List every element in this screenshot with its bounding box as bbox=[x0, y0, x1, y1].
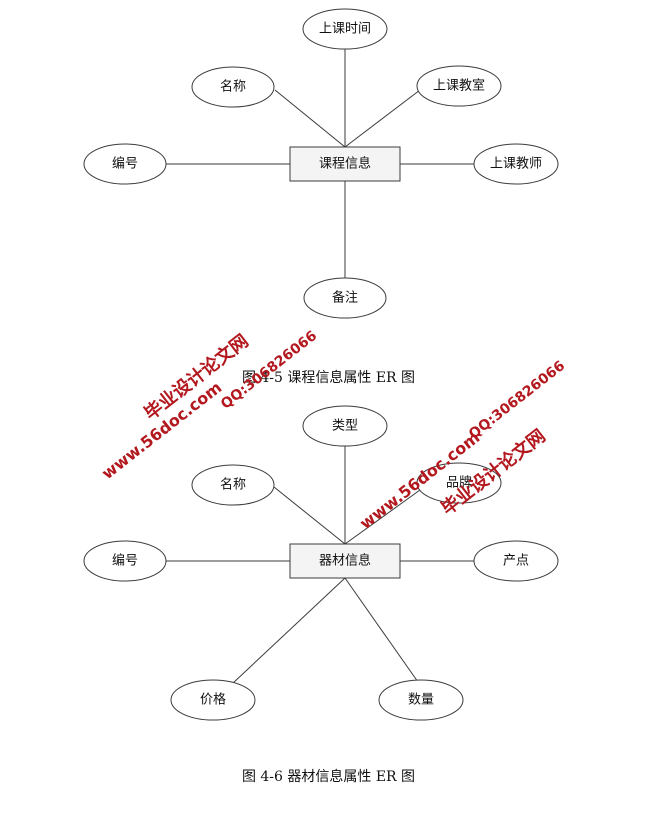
attribute-label: 名称 bbox=[220, 477, 246, 493]
diagram-1-caption: 图 4-5 课程信息属性 ER 图 bbox=[241, 370, 416, 386]
entity-label: 器材信息 bbox=[319, 553, 371, 569]
attribute-ellipse: 品牌 bbox=[416, 462, 502, 504]
attribute-ellipse: 编号 bbox=[83, 143, 167, 185]
edge-2-attr-1 bbox=[273, 486, 346, 545]
edge-2-attr-6 bbox=[344, 577, 419, 683]
attribute-label: 编号 bbox=[112, 157, 138, 172]
attribute-ellipse: 编号 bbox=[83, 540, 167, 582]
attribute-label: 上课时间 bbox=[319, 22, 371, 37]
attribute-label: 上课教室 bbox=[433, 78, 485, 94]
attribute-ellipse: 类型 bbox=[302, 405, 388, 447]
attribute-ellipse: 上课教室 bbox=[416, 65, 502, 107]
attribute-ellipse: 上课时间 bbox=[302, 8, 388, 50]
edge-1-attr-2 bbox=[344, 89, 421, 148]
attribute-ellipse: 产点 bbox=[473, 540, 559, 582]
diagram-1-edges bbox=[166, 44, 476, 278]
diagram-1-entity: 课程信息 bbox=[289, 146, 401, 182]
entity-label: 课程信息 bbox=[319, 156, 371, 172]
edge-2-attr-2 bbox=[344, 489, 421, 545]
attribute-label: 产点 bbox=[503, 554, 529, 569]
attribute-label: 编号 bbox=[112, 554, 138, 569]
diagram-2-entity: 器材信息 bbox=[289, 543, 401, 579]
attribute-ellipse: 价格 bbox=[170, 679, 256, 721]
attribute-label: 品牌 bbox=[446, 475, 472, 491]
attribute-ellipse: 备注 bbox=[303, 277, 387, 319]
diagram-2-caption: 图 4-6 器材信息属性 ER 图 bbox=[241, 769, 416, 785]
attribute-ellipse: 名称 bbox=[191, 464, 275, 506]
attribute-label: 名称 bbox=[220, 79, 246, 95]
attribute-ellipse: 名称 bbox=[191, 66, 275, 108]
attribute-label: 数量 bbox=[408, 693, 434, 708]
attribute-label: 类型 bbox=[332, 419, 358, 434]
diagram-2-edges bbox=[166, 446, 476, 685]
edge-2-attr-5 bbox=[231, 577, 346, 685]
attribute-ellipse: 上课教师 bbox=[473, 143, 559, 185]
attribute-ellipse: 数量 bbox=[378, 679, 464, 721]
attribute-label: 上课教师 bbox=[490, 156, 542, 172]
attribute-label: 备注 bbox=[332, 290, 358, 306]
edge-1-attr-1 bbox=[274, 89, 346, 148]
attribute-label: 价格 bbox=[200, 692, 226, 708]
